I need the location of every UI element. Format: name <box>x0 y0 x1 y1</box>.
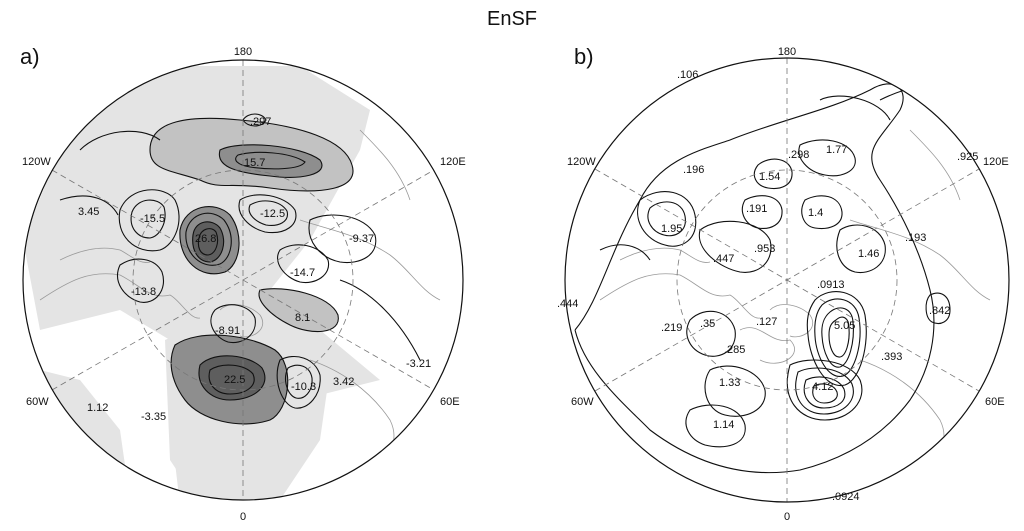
panel-a-map: 180 0 120W 120E 60W 60E .297 15.7 -15.5 … <box>22 46 466 523</box>
panel-a-contour-label: -14.7 <box>290 267 315 279</box>
panel-b-contour-label: 1.4 <box>808 207 823 219</box>
panel-b-lon-lower-right: 60E <box>985 396 1005 408</box>
panel-b-contour-labels: .106 .298 1.77 .196 1.54 .925 .191 1.4 1… <box>557 69 978 503</box>
panel-b-lon-upper-left: 120W <box>567 156 596 168</box>
panel-a-contour-label: -8.91 <box>215 325 240 337</box>
panel-b-contour-label: .219 <box>661 322 682 334</box>
panel-b-lon-top: 180 <box>778 46 796 58</box>
panel-b-lon-upper-right: 120E <box>983 156 1009 168</box>
panel-a-lon-lower-left: 60W <box>26 396 49 408</box>
panel-a-contour-label: 22.5 <box>224 374 245 386</box>
panel-b-contour-label: .298 <box>788 149 809 161</box>
panel-b-contour-label: .196 <box>683 164 704 176</box>
panel-b-lon-bottom: 0 <box>784 511 790 523</box>
panel-b-contour-label: .953 <box>754 243 775 255</box>
panel-b-contour-label: 1.54 <box>759 171 780 183</box>
panel-a-shade-lower-left <box>23 370 130 500</box>
panel-a-contour-label: -3.21 <box>406 358 431 370</box>
panel-a-contour-label: -9.37 <box>349 233 374 245</box>
panel-b-contour-label: .191 <box>746 203 767 215</box>
panel-b-contour-label: 1.77 <box>826 144 847 156</box>
panel-a-contour-label: 15.7 <box>244 157 265 169</box>
panel-a-contour-label: 26.8 <box>195 233 216 245</box>
panel-b-coastlines <box>599 129 991 471</box>
panel-b-contour-label: .0913 <box>817 279 845 291</box>
panel-a-contour-label: 3.45 <box>78 206 99 218</box>
panel-b-contour-label: 1.33 <box>719 377 740 389</box>
panel-a-contour-label: -13.8 <box>131 286 156 298</box>
panel-a-lon-lower-right: 60E <box>440 396 460 408</box>
panel-b-contour-label: .0924 <box>832 491 860 503</box>
panel-a-contour-label: 1.12 <box>87 402 108 414</box>
panel-b-contour-label: 1.95 <box>661 223 682 235</box>
panel-b-boundary <box>564 57 1010 503</box>
panel-b-contour-label: .285 <box>724 344 745 356</box>
panel-b-label: b) <box>574 44 594 69</box>
panel-b-contour-label: 4.12 <box>812 381 833 393</box>
panel-a-boundary <box>22 59 464 501</box>
panel-b-contour-label: .447 <box>713 253 734 265</box>
panel-a-contour-label: .297 <box>250 116 271 128</box>
panel-a-contour-label: 3.42 <box>333 376 354 388</box>
panel-a-contour-labels: .297 15.7 -15.5 26.8 -12.5 3.45 -9.37 -1… <box>78 116 431 423</box>
panel-a-contour-label: -10.3 <box>291 381 316 393</box>
panel-a-contour-label: -3.35 <box>141 411 166 423</box>
panel-a-contour-label: 8.1 <box>295 312 310 324</box>
panel-a-contour-label: -15.5 <box>140 213 165 225</box>
panel-a-lon-bottom: 0 <box>240 511 246 523</box>
panel-b-contour-label: .193 <box>905 232 926 244</box>
panel-a-lon-top: 180 <box>234 46 252 58</box>
panel-b-contour-label: 5.05 <box>834 320 855 332</box>
panel-b-contour-label: .393 <box>881 351 902 363</box>
panel-b-contour-label: .842 <box>929 305 950 317</box>
panel-a-lon-upper-right: 120E <box>440 156 466 168</box>
panel-a-contour-label: -12.5 <box>260 208 285 220</box>
panel-b-contour-label: .127 <box>756 316 777 328</box>
panel-b-contour-label: 1.46 <box>858 248 879 260</box>
panel-b-contour-label: .106 <box>677 69 698 81</box>
panel-a-lon-upper-left: 120W <box>22 156 51 168</box>
panel-a-label: a) <box>20 44 40 69</box>
panel-b-contour-label: .925 <box>957 151 978 163</box>
panel-b-contour-label: .35 <box>700 318 715 330</box>
panel-b-contour-label: .444 <box>557 298 578 310</box>
panel-b-contour-label: 1.14 <box>713 419 734 431</box>
panel-b-map: 180 0 120W 120E 60W 60E .106 .298 1.77 .… <box>557 46 1010 523</box>
panel-b-lon-lower-left: 60W <box>571 396 594 408</box>
figure-title: EnSF <box>486 8 538 30</box>
panel-a-shade-right-blob <box>259 288 339 332</box>
panel-a-contours <box>59 113 421 425</box>
panel-b-contours <box>574 83 961 474</box>
